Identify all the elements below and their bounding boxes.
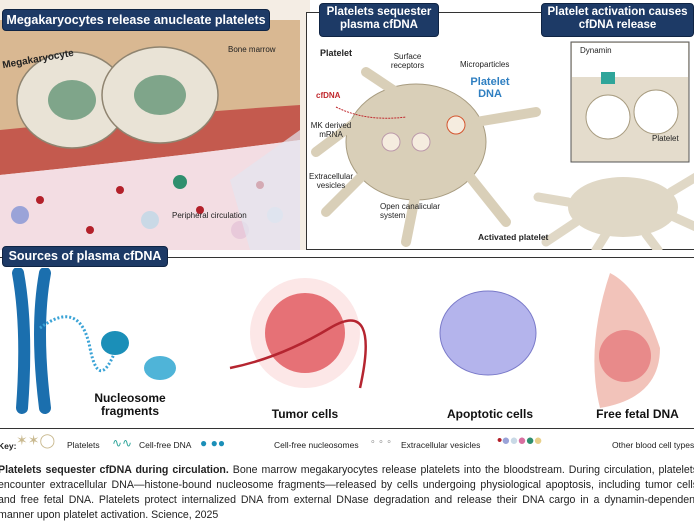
- source-tumor-cells: Tumor cells: [271, 407, 339, 421]
- source-free-fetal-dna: Free fetal DNA: [596, 407, 679, 421]
- sources-panel: [0, 257, 694, 429]
- blood-cells-icon: •●●●●●: [497, 432, 543, 449]
- key-platelets: Platelets: [67, 440, 100, 450]
- figure-caption: Platelets sequester cfDNA during circula…: [0, 463, 694, 523]
- sources-illustration: [12, 268, 660, 414]
- sequester-panel-title: Platelets sequester plasma cfDNA: [319, 3, 439, 37]
- surface-receptors-label: Surface receptors: [390, 52, 425, 70]
- key-other-blood-cells: Other blood cell types: [612, 440, 694, 450]
- activation-panel-title: Platelet activation causes cfDNA release: [541, 3, 694, 37]
- key-label: Key:: [0, 441, 17, 451]
- key-cell-free-dna: Cell-free DNA: [139, 440, 192, 450]
- activation-platelet-label: Platelet: [652, 134, 679, 143]
- extracellular-vesicles-label: Extracellular vesicles: [308, 172, 353, 190]
- bone-marrow-illustration: [0, 0, 310, 250]
- platelet-dna-label: Platelet DNA: [470, 76, 510, 101]
- cfdna-label: cfDNA: [316, 91, 341, 100]
- bone-marrow-label: Bone marrow: [228, 45, 276, 54]
- mk-mrna-label: MK derived mRNA: [310, 121, 352, 139]
- platelet-label: Platelet: [320, 48, 353, 58]
- key-cell-free-nucleosomes: Cell-free nucleosomes: [274, 440, 359, 450]
- dynamin-label: Dynamin: [580, 46, 612, 55]
- microparticles-label: Microparticles: [460, 60, 510, 69]
- caption-text: Bone marrow megakaryocytes release plate…: [0, 464, 694, 521]
- platelets-icon: ✶✶◯: [16, 432, 56, 448]
- source-nucleosome-fragments: Nucleosome fragments: [94, 391, 166, 418]
- source-apoptotic-cells: Apoptotic cells: [446, 407, 533, 421]
- activated-platelet-label: Activated platelet: [478, 232, 549, 242]
- platelet-illustration: [311, 41, 694, 250]
- open-canalicular-label: Open canalicular system: [380, 202, 441, 220]
- caption-title: Platelets sequester cfDNA during circula…: [0, 464, 229, 476]
- sources-panel-title: Sources of plasma cfDNA: [2, 246, 168, 267]
- key-extracellular-vesicles: Extracellular vesicles: [401, 440, 481, 450]
- vesicles-icon: ∘ ∘ ∘: [370, 436, 392, 446]
- peripheral-circulation-label: Peripheral circulation: [172, 211, 247, 220]
- cell-free-dna-icon: ∿∿: [112, 436, 133, 450]
- nucleosome-icon: ● ●●: [200, 436, 226, 450]
- marrow-panel-title: Megakaryocytes release anucleate platele…: [2, 9, 270, 31]
